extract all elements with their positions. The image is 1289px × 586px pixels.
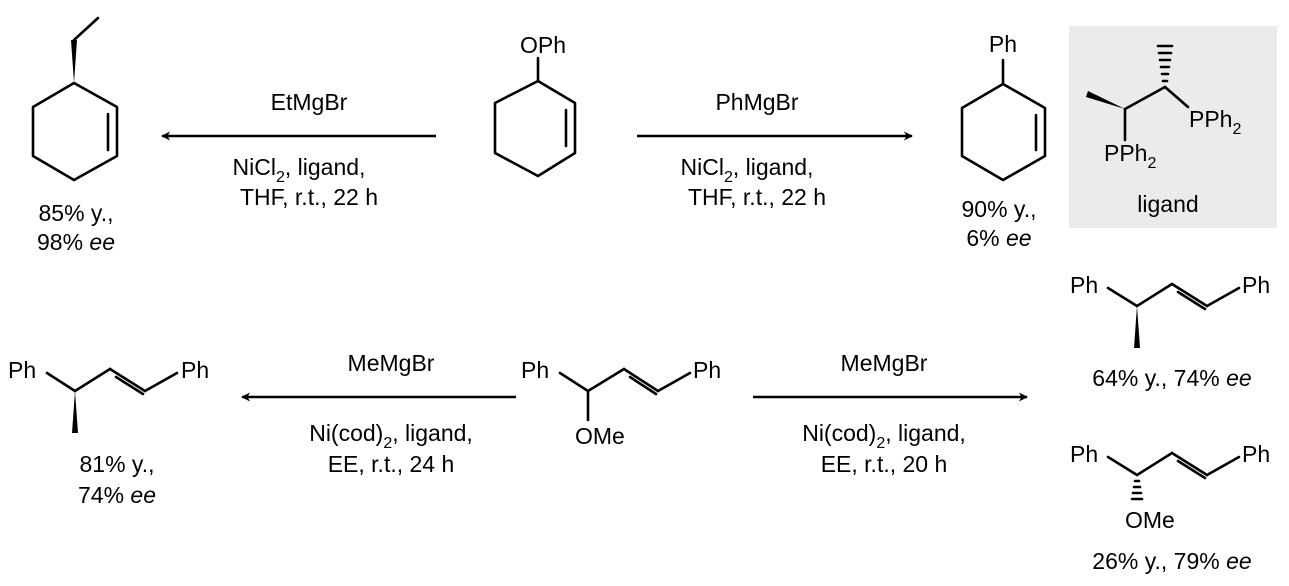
top-right-conditions-line2: THF, r.t., 22 h xyxy=(688,184,826,210)
bottom-left-conditions-line1: Ni(cod)2, ligand, xyxy=(309,420,473,452)
top-left-product: 85% y., 98% ee xyxy=(31,16,119,255)
top-right-reaction: PhMgBr NiCl2, ligand, THF, r.t., 22 h xyxy=(637,89,913,210)
top-start-material: OPh xyxy=(493,32,577,178)
top-left-conditions-line1: NiCl2, ligand, xyxy=(233,154,366,186)
bottom-left-reaction: MeMgBr Ni(cod)2, ligand, EE, r.t., 24 h xyxy=(241,350,516,477)
bottom-right-reaction: MeMgBr Ni(cod)2, ligand, EE, r.t., 20 h xyxy=(753,350,1028,477)
product-b-ether: OMe xyxy=(1125,507,1175,533)
bottom-left-product-left-group: Ph xyxy=(8,357,36,383)
bottom-right-reagent: MeMgBr xyxy=(841,350,928,376)
bottom-right-product-a: Ph Ph 64% y., 74% ee xyxy=(1070,272,1270,391)
top-left-conditions-line2: THF, r.t., 22 h xyxy=(240,184,378,210)
top-left-product-yield: 85% y., xyxy=(39,200,114,226)
product-b-hashed-bond xyxy=(1130,479,1144,501)
bottom-right-conditions-line1: Ni(cod)2, ligand, xyxy=(802,420,966,452)
product-a-result: 64% y., 74% ee xyxy=(1092,365,1251,391)
product-b-left-group: Ph xyxy=(1070,441,1098,467)
bottom-left-conditions-line2: EE, r.t., 24 h xyxy=(328,451,455,477)
top-right-product-yield: 90% y., xyxy=(962,196,1037,222)
product-a-right-group: Ph xyxy=(1242,272,1270,298)
top-left-wedge-bond xyxy=(71,40,77,83)
top-start-substituent: OPh xyxy=(520,32,566,58)
ligand-phosphine-bottom: PPh2 xyxy=(1104,140,1156,172)
bottom-start-right-group: Ph xyxy=(693,357,721,383)
ligand-box xyxy=(1069,26,1277,228)
product-a-left-group: Ph xyxy=(1070,272,1098,298)
bottom-start-left-group: Ph xyxy=(521,357,549,383)
bottom-left-product: Ph Ph 81% y., 74% ee xyxy=(8,357,209,508)
top-left-reagent: EtMgBr xyxy=(271,89,348,115)
top-right-reagent: PhMgBr xyxy=(715,89,798,115)
bottom-left-product-wedge-bond xyxy=(72,391,78,433)
top-left-reaction: EtMgBr NiCl2, ligand, THF, r.t., 22 h xyxy=(161,89,436,210)
bottom-start-ether: OMe xyxy=(575,423,625,449)
product-a-wedge-bond xyxy=(1134,306,1140,348)
ligand-phosphine-right: PPh2 xyxy=(1189,106,1241,138)
bottom-right-product-b: Ph Ph OMe 26% y., 79% ee xyxy=(1070,441,1270,574)
top-right-conditions-line1: NiCl2, ligand, xyxy=(681,154,814,186)
bottom-left-product-right-group: Ph xyxy=(181,357,209,383)
top-right-product-ee: 6% ee xyxy=(966,225,1031,251)
product-b-right-group: Ph xyxy=(1242,441,1270,467)
bottom-left-reagent: MeMgBr xyxy=(348,350,435,376)
top-left-product-ee: 98% ee xyxy=(37,229,115,255)
bottom-right-conditions-line2: EE, r.t., 20 h xyxy=(821,451,948,477)
bottom-start-material: Ph Ph OMe xyxy=(521,357,721,449)
top-right-product: Ph 90% y., 6% ee xyxy=(960,31,1047,251)
top-right-product-substituent: Ph xyxy=(989,31,1017,57)
ligand-caption: ligand xyxy=(1137,191,1198,217)
ligand-hashed-bond xyxy=(1156,44,1174,83)
ligand-wedge-bond xyxy=(1086,91,1125,109)
bottom-left-product-yield: 81% y., xyxy=(80,451,155,477)
ligand-panel: PPh2 PPh2 ligand xyxy=(1069,26,1277,228)
bottom-left-product-ee: 74% ee xyxy=(78,482,156,508)
product-b-result: 26% y., 79% ee xyxy=(1092,548,1251,574)
